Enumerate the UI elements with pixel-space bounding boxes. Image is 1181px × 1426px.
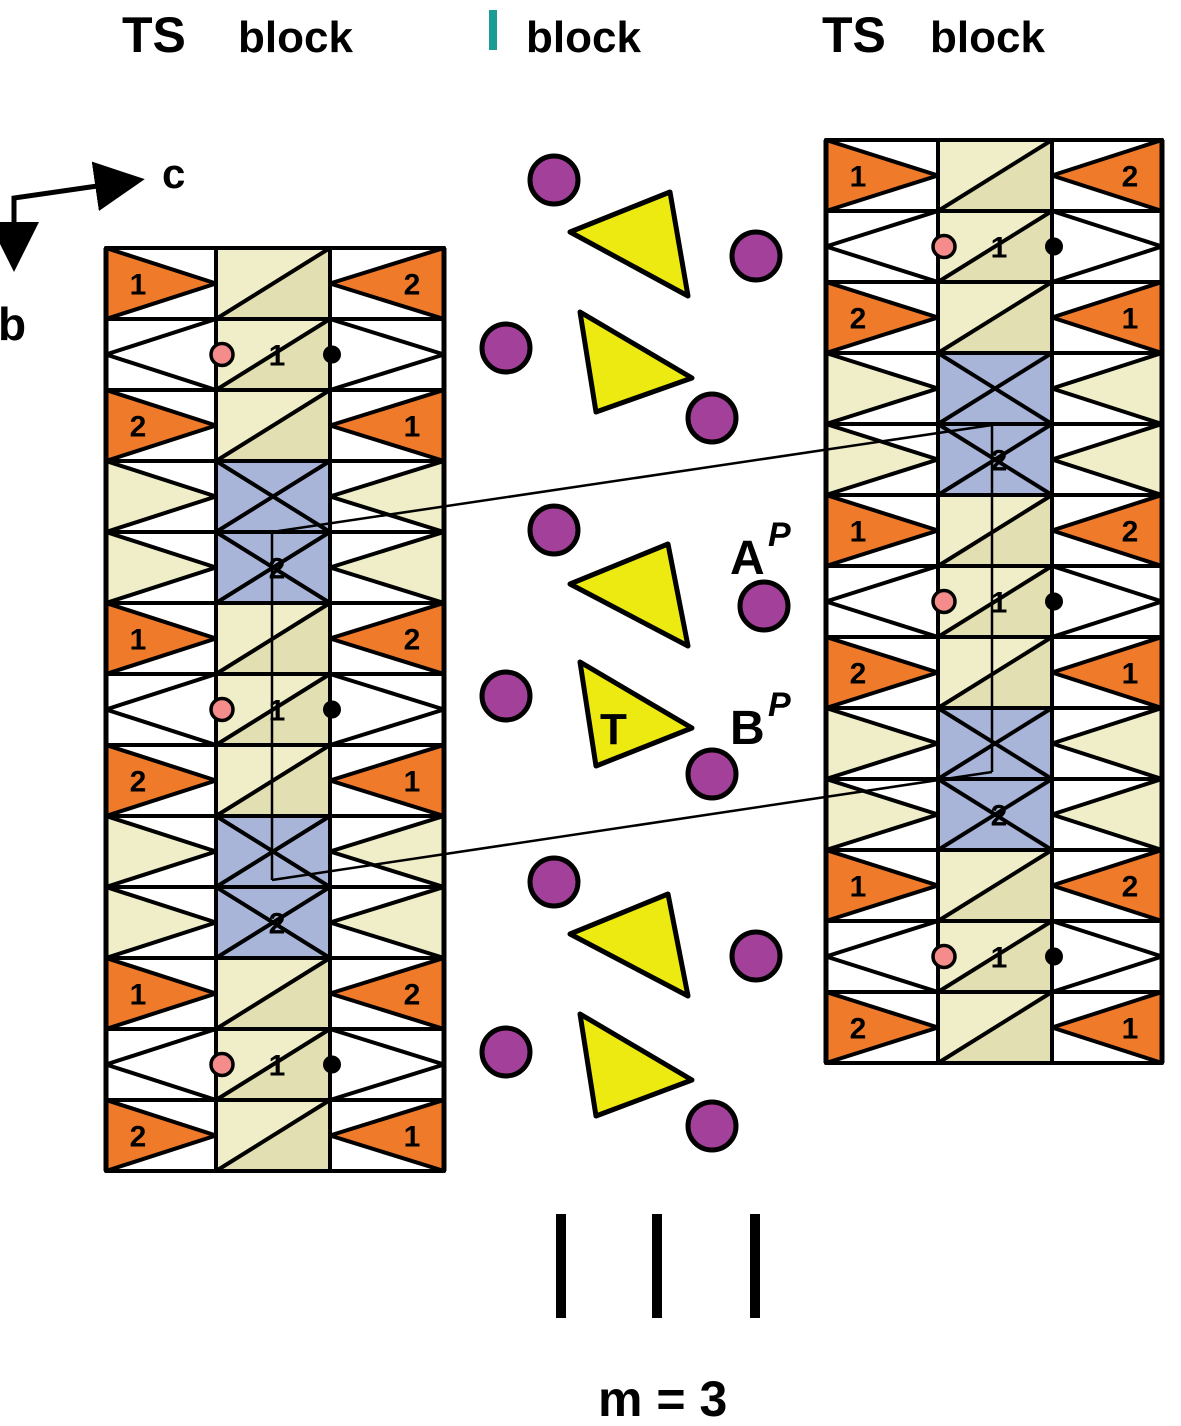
site-label: 1 <box>1122 303 1139 336</box>
site-label: 1 <box>991 587 1008 620</box>
atom-small <box>209 696 235 723</box>
site-label: 1 <box>130 269 147 302</box>
site-label: 1 <box>404 1121 421 1154</box>
site-label: 1 <box>991 232 1008 265</box>
layer-bar-1 <box>556 1214 566 1318</box>
atom-small-dark <box>323 345 341 364</box>
site-label: 1 <box>404 766 421 799</box>
atom-small-dark <box>323 1055 341 1074</box>
label-b: B <box>730 702 765 755</box>
site-label: 2 <box>130 766 147 799</box>
site-label: 1 <box>269 1050 286 1083</box>
site-label: 1 <box>130 624 147 657</box>
site-label: 2 <box>404 979 421 1012</box>
layer-bar-3 <box>750 1214 760 1318</box>
tetrahedron-5 <box>567 891 691 999</box>
site-label: 2 <box>991 445 1008 478</box>
layer-bars <box>556 1214 760 1318</box>
tetrahedron-3 <box>567 541 691 649</box>
cation-9 <box>527 855 581 909</box>
bond-line <box>214 885 332 960</box>
axis-b-label: b <box>0 298 26 350</box>
cation-7 <box>479 669 533 723</box>
cation-5 <box>527 503 581 557</box>
site-label: 2 <box>850 303 867 336</box>
site-label: 2 <box>850 658 867 691</box>
label-a: A <box>730 532 765 585</box>
cation-2 <box>729 229 783 283</box>
cell-line-top <box>271 423 993 534</box>
i-block-marker <box>489 10 497 50</box>
bond-line <box>936 422 1054 497</box>
atom-small <box>931 588 957 615</box>
atom-small <box>931 233 957 260</box>
site-label: 1 <box>269 340 286 373</box>
site-label: 2 <box>1122 871 1139 904</box>
label-a-superscript: P <box>768 516 791 554</box>
cation-4 <box>685 391 739 445</box>
site-label: 2 <box>850 1013 867 1046</box>
atom-small <box>209 341 235 368</box>
c-axis-arrow <box>11 161 145 252</box>
site-label: 1 <box>1122 1013 1139 1046</box>
unit-cell-lines <box>270 423 994 882</box>
tetrahedron-4 <box>577 659 695 769</box>
site-label: 1 <box>991 942 1008 975</box>
polyhedron-central-facet <box>214 1098 332 1173</box>
axes: c b <box>0 150 185 350</box>
site-label: 1 <box>130 979 147 1012</box>
cation-8 <box>685 747 739 801</box>
header-left-ts: TS <box>122 7 186 63</box>
site-label: 1 <box>850 516 867 549</box>
cation-11 <box>479 1025 533 1079</box>
site-label: 2 <box>404 269 421 302</box>
bond-line <box>936 706 1054 781</box>
label-m: m = 3 <box>598 1371 727 1426</box>
atom-small <box>931 943 957 970</box>
i-block <box>479 153 791 1153</box>
tetrahedron-2 <box>577 309 695 415</box>
atom-small <box>209 1051 235 1078</box>
ts-block-right: 1 2 1 2 1 2 1 2 1 2 1 2 1 2 1 2 1 <box>823 138 1165 1065</box>
site-label: 2 <box>404 624 421 657</box>
site-label: 1 <box>850 871 867 904</box>
atom-small-dark <box>1045 237 1063 256</box>
tetrahedron-1 <box>567 189 691 299</box>
site-label: 2 <box>130 411 147 444</box>
bond-line <box>936 777 1054 852</box>
tetrahedron-6 <box>577 1011 695 1119</box>
atom-small-dark <box>1045 592 1063 611</box>
polyhedron-central-facet <box>936 990 1054 1065</box>
site-label: 1 <box>1122 658 1139 691</box>
site-label: 2 <box>269 908 286 941</box>
site-label: 1 <box>850 161 867 194</box>
header-mid-block: block <box>526 13 641 62</box>
site-label: 2 <box>991 800 1008 833</box>
cation-6 <box>737 579 791 633</box>
site-label: 2 <box>1122 161 1139 194</box>
site-label: 2 <box>1122 516 1139 549</box>
site-label: 2 <box>130 1121 147 1154</box>
header-right-ts: TS <box>822 7 886 63</box>
cation-12 <box>685 1099 739 1153</box>
bond-line <box>214 459 332 534</box>
layer-bar-2 <box>652 1214 662 1318</box>
header-left-block: block <box>238 13 353 62</box>
site-label: 1 <box>404 411 421 444</box>
cation-1 <box>527 153 581 207</box>
cation-10 <box>729 929 783 983</box>
label-t: T <box>600 705 627 754</box>
header-right-block: block <box>930 13 1045 62</box>
atom-small-dark <box>1045 947 1063 966</box>
cation-3 <box>479 321 533 375</box>
label-b-superscript: P <box>768 686 791 724</box>
axis-c-label: c <box>162 150 185 197</box>
atom-small-dark <box>323 700 341 719</box>
bond-line <box>936 351 1054 426</box>
cell-line-bottom <box>271 770 993 882</box>
